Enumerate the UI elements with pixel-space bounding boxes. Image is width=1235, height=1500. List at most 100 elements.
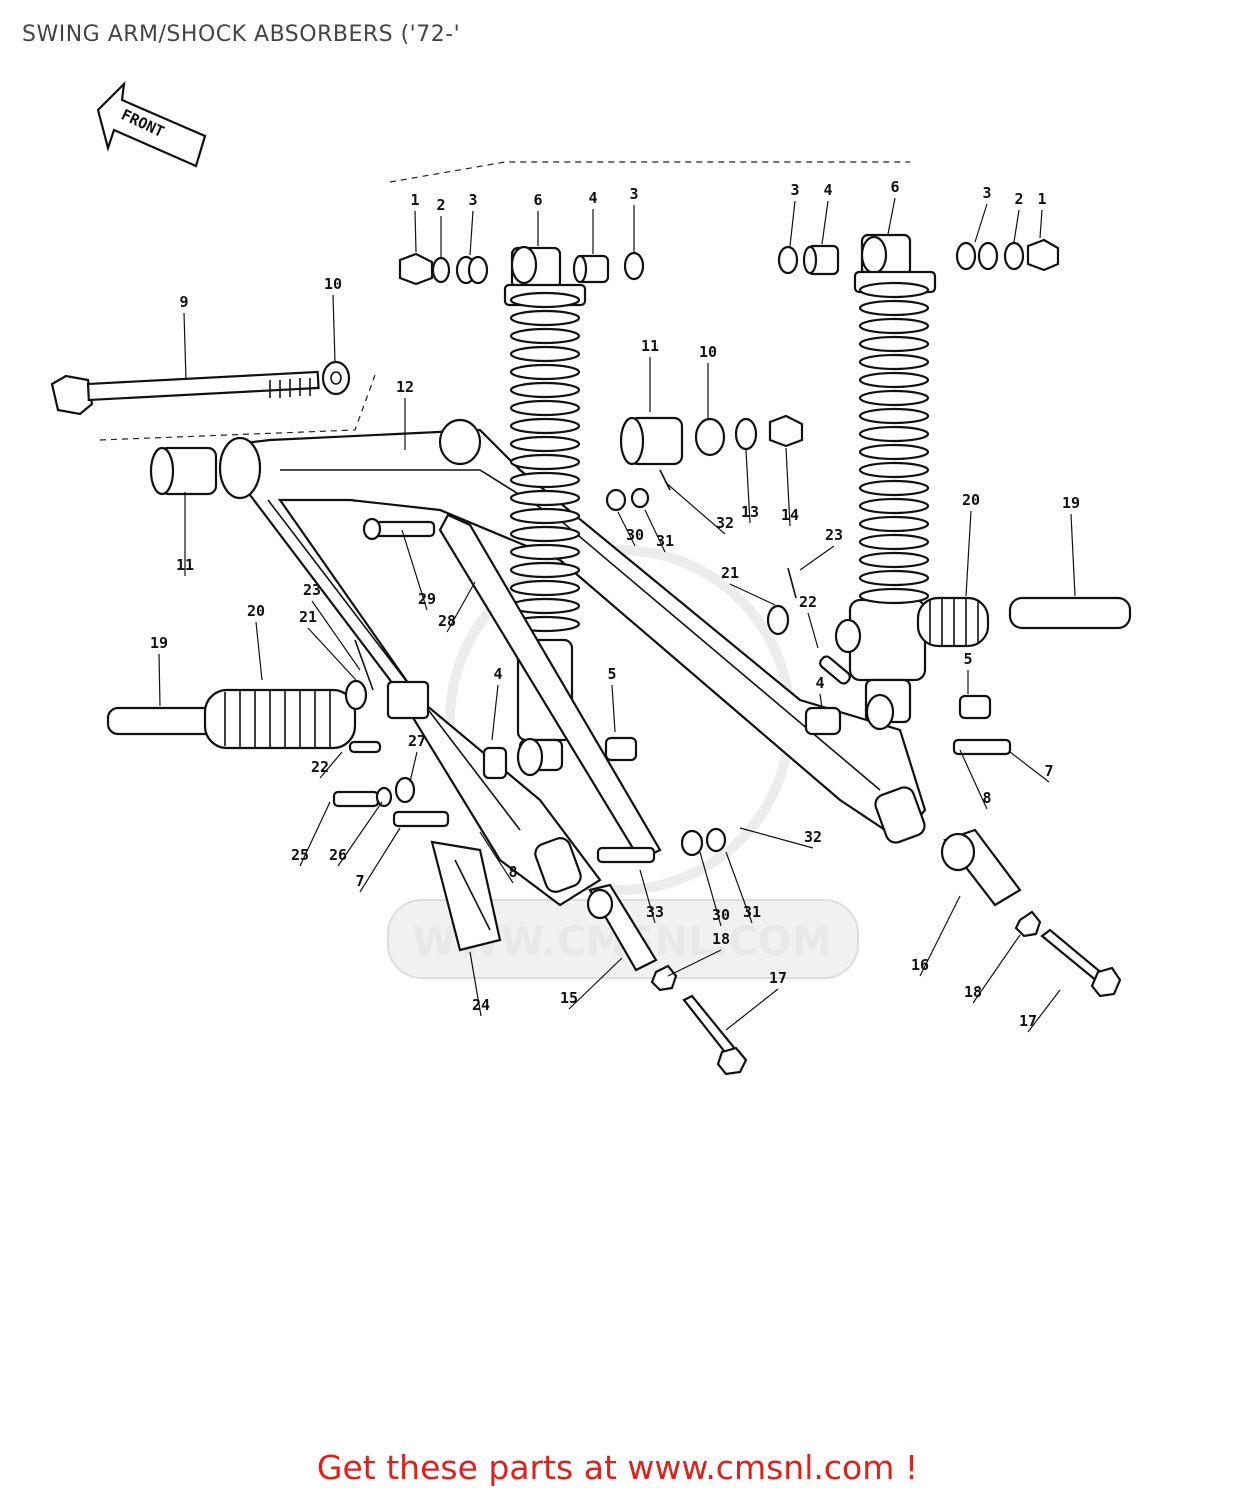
callout-number: 11: [641, 337, 659, 355]
spring-coil: [858, 353, 930, 371]
spring-coil: [858, 317, 930, 335]
callout-number: 2: [1014, 190, 1023, 208]
callout-leader-line: [255, 621, 263, 681]
spring-coil: [858, 335, 930, 353]
spring-coil: [509, 561, 581, 579]
callout-number: 27: [408, 732, 426, 750]
callout-leader-line: [359, 827, 401, 893]
callout-leader-line: [729, 583, 776, 606]
callout-number: 5: [963, 650, 972, 668]
shock-bushing-hardware: [605, 414, 804, 512]
spring-coil: [509, 579, 581, 597]
callout-number: 15: [560, 989, 578, 1007]
callout-leader-line: [807, 612, 819, 649]
callout-number: 19: [1062, 494, 1080, 512]
callout-leader-line: [469, 951, 482, 1017]
callout-number: 21: [299, 608, 317, 626]
callout-number: 22: [311, 758, 329, 776]
spring-coil: [509, 327, 581, 345]
callout-number: 21: [721, 564, 739, 582]
callout-number: 30: [712, 906, 730, 924]
spring-coil: [858, 443, 930, 461]
callout-number: 22: [799, 593, 817, 611]
spring-coil: [858, 533, 930, 551]
callout-number: 7: [1044, 762, 1053, 780]
callout-leader-line: [491, 684, 499, 741]
callout-number: 31: [743, 903, 761, 921]
callout-leader-line: [819, 693, 823, 709]
callout-leader-line: [307, 627, 357, 681]
callout-leader-line: [409, 751, 418, 783]
callout-leader-line: [1070, 513, 1076, 597]
callout-leader-line: [311, 600, 361, 671]
callout-number: 6: [533, 191, 542, 209]
callout-number: 4: [493, 665, 502, 683]
spring-coil: [509, 507, 581, 525]
spring-coil: [858, 299, 930, 317]
callout-leader-line: [1013, 209, 1020, 243]
callout-number: 3: [982, 184, 991, 202]
callout-number: 18: [964, 983, 982, 1001]
callout-number: 16: [911, 956, 929, 974]
callout-leader-line: [972, 934, 1021, 1004]
callout-leader-line: [745, 449, 751, 524]
top-hardware-right: [777, 238, 1060, 276]
callout-leader-line: [183, 312, 187, 381]
callout-leader-line: [611, 684, 616, 733]
callout-number: 17: [1019, 1012, 1037, 1030]
callout-number: 3: [468, 191, 477, 209]
callout-number: 4: [588, 189, 597, 207]
callout-leader-line: [446, 581, 476, 633]
callout-leader-line: [414, 210, 417, 253]
callout-leader-line: [919, 895, 961, 977]
spring-coil: [858, 569, 930, 587]
callout-number: 9: [179, 293, 188, 311]
spring-coil: [858, 497, 930, 515]
callout-number: 32: [716, 514, 734, 532]
callout-number: 8: [508, 863, 517, 881]
spring-coil: [858, 407, 930, 425]
callout-number: 8: [982, 789, 991, 807]
spring-coil: [509, 381, 581, 399]
callout-leader-line: [965, 510, 972, 597]
spring-coil: [509, 525, 581, 543]
callout-number: 4: [823, 181, 832, 199]
spring-coil: [858, 479, 930, 497]
callout-leader-line: [479, 831, 514, 884]
callout-number: 23: [303, 581, 321, 599]
callout-leader-line: [1027, 989, 1061, 1033]
callout-number: 10: [324, 275, 342, 293]
callout-number: 17: [769, 969, 787, 987]
spring-coil: [509, 363, 581, 381]
spring-coil: [509, 471, 581, 489]
chain-adjusters: [586, 738, 1122, 1076]
callout-leader-line: [725, 988, 779, 1031]
callout-number: 1: [410, 191, 419, 209]
spring-coil: [509, 543, 581, 561]
footer-link[interactable]: Get these parts at www.cmsnl.com !: [316, 1448, 919, 1487]
lower-left-hardware: [332, 680, 992, 828]
callout-number: 10: [699, 343, 717, 361]
callout-number: 30: [626, 526, 644, 544]
callout-leader-line: [332, 294, 336, 363]
callout-leader-line: [821, 200, 829, 245]
callout-number: 6: [890, 178, 899, 196]
spring-coil: [509, 453, 581, 471]
spring-coil: [858, 371, 930, 389]
callout-number: 1: [1037, 190, 1046, 208]
callout-leader-line: [974, 203, 988, 243]
callout-number: 18: [712, 930, 730, 948]
callout-number: 3: [790, 181, 799, 199]
callout-number: 28: [438, 612, 456, 630]
pivot-bolt: [50, 360, 351, 416]
footrest-right: [766, 567, 1132, 685]
spring-coil: [858, 461, 930, 479]
page-title: SWING ARM/SHOCK ABSORBERS ('72-': [22, 22, 461, 47]
bushing-left: [149, 446, 218, 496]
callout-leader-line: [664, 481, 726, 535]
footrest-left: [106, 639, 374, 750]
callout-leader-line: [789, 200, 796, 247]
callout-leader-line: [158, 653, 161, 707]
callout-leader-line: [319, 751, 343, 779]
